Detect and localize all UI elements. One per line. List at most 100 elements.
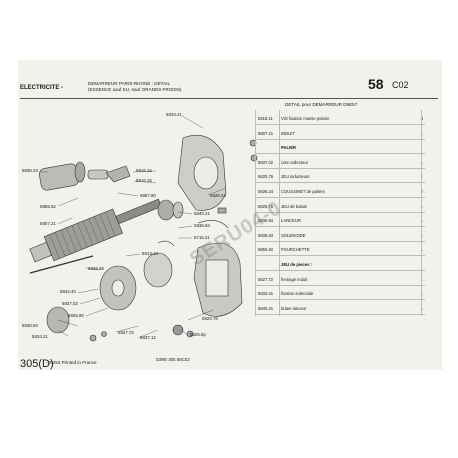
part-desc: INDUIT (281, 130, 295, 136)
parts-row: 5807.21INDUIT1 (255, 131, 425, 139)
diagram-ref-label: 5827.72 (118, 330, 134, 335)
scanned-sheet (18, 60, 442, 370)
diagram-ref-label: 5842.40 (60, 289, 76, 294)
parts-row-divider (255, 211, 425, 213)
parts-list: DETAIL pour DEMARREUR D9E57 5816.11 VIS f… (255, 102, 425, 322)
footer-page-number: 305(D) (20, 358, 54, 370)
parts-row-divider (255, 284, 425, 286)
plunger (87, 169, 109, 180)
parts-row-divider (255, 153, 425, 155)
part-desc: fixation solenoide (281, 291, 314, 297)
fork (105, 165, 131, 183)
part-ref: 5855.62 (258, 247, 274, 253)
part-desc: JEU inducteurs (281, 174, 310, 180)
diagram-ref-label: 5820.76 (202, 316, 218, 321)
part-ref: 5820.76 (258, 174, 274, 180)
part-desc: FOURCHETTE (281, 247, 310, 253)
part-ref: 5836.83 (258, 232, 274, 238)
diagram-ref-label: 5834.21 (32, 334, 48, 339)
part-desc: butee lanceur (281, 305, 307, 311)
brush-plate (143, 252, 173, 288)
part-desc: JEU de pieces : (281, 262, 312, 267)
parts-row-divider (255, 138, 425, 140)
parts-heading-row: PALIER (255, 145, 425, 153)
part-ref: 5833.41 (258, 291, 274, 297)
diagram-ref-label: 5857.80 (140, 193, 156, 198)
parts-row: 5836.83SOLENOIDE1 (255, 233, 425, 241)
part-ref: 5826.76 (258, 203, 274, 209)
part-desc: JEU de balais (281, 203, 307, 209)
part-desc: VIS fixation masse polaire (281, 116, 330, 121)
page-code-main: 58 (368, 76, 384, 92)
parts-row-divider (255, 240, 425, 242)
diagram-ref-label: 5807.21 (40, 221, 56, 226)
diagram-ref-label: 5716.21 (194, 235, 210, 240)
armature (29, 198, 162, 263)
solenoid (39, 163, 79, 191)
diagram-ref-label: 5829.48 (88, 266, 104, 271)
footer-print-text: - 05/53 Printed in France (46, 360, 97, 365)
diagram-ref-label: 5837.02 (62, 301, 78, 306)
page-code-sub: C02 (392, 80, 409, 90)
parts-heading-row: JEU de pieces : (255, 262, 425, 270)
pinion (157, 199, 175, 221)
part-desc: PALIER (281, 145, 297, 151)
title-line-1: DEMARREUR PARIS-RHONE : DETAIL (88, 81, 171, 86)
starter-exploded-diagram: 5833.41 5836.23 5816.16 5816.15 5855.62 5857.… (22, 112, 258, 342)
diagram-ref-label: 5836.84 (194, 223, 210, 228)
part-desc: LANCEUR (281, 218, 302, 224)
diagram-ref-label: 5826.8p (190, 332, 206, 337)
parts-row-divider (255, 167, 425, 169)
parts-row-divider (255, 255, 425, 257)
parts-row-divider (255, 197, 425, 198)
through-bolt (29, 255, 94, 274)
part-ref: 5827.72 (258, 276, 274, 282)
section-label: ELECTRICITE - (20, 85, 63, 91)
field-coil (205, 259, 229, 297)
parts-row: 5855.62FOURCHETTE1 (255, 247, 425, 255)
title-line-2: (ESSENCE sauf KU, sauf GRANDS FROIDS) (88, 87, 182, 92)
diagram-ref-label: 5830.94 (22, 323, 38, 328)
parts-row-divider (255, 182, 425, 184)
part-ref: 5837.02 (258, 159, 274, 165)
parts-row-divider (255, 226, 425, 228)
housing-bore (193, 156, 219, 190)
diagram-ref-label: 5837.12 (140, 335, 156, 340)
part-ref: 5836.84 (258, 218, 274, 224)
diagram-ref-label: 5816.15 (136, 178, 152, 183)
diagram-ref-label: 5816.16 (136, 168, 152, 173)
parts-row-divider (255, 313, 425, 315)
part-ref: 5836.24 (258, 189, 274, 194)
bottom-code: 03/80 305 58C02 (156, 357, 190, 362)
part-desc: cote collecteur (281, 159, 308, 165)
diagram-ref-label: 5826.24 (210, 193, 226, 198)
diagram-ref-label: 5825.80 (68, 313, 84, 318)
part-ref: 5807.21 (258, 130, 274, 136)
part-ref: 5840.21 (258, 305, 274, 311)
parts-row-divider (255, 299, 425, 301)
parts-list-title: DETAIL pour DEMARREUR D9E57 (285, 102, 358, 107)
part-ref: 5816.11 (258, 116, 273, 121)
part-desc: COUSSINET de paliers (281, 189, 325, 194)
parts-column-line (255, 110, 256, 316)
parts-column-line (421, 110, 422, 316)
diagram-ref-label: 5813.14 (142, 251, 158, 256)
diagram-ref-label: 5840.21 (194, 211, 210, 216)
parts-column-line (279, 110, 280, 316)
parts-row-divider (255, 270, 425, 271)
part-desc: SOLENOIDE (281, 232, 306, 238)
section-title: DEMARREUR PARIS-RHONE : DETAIL (ESSENCE … (88, 81, 258, 93)
header-rule (20, 98, 438, 99)
diagram-ref-label: 5855.62 (40, 204, 56, 209)
part-desc: freinage induit (281, 276, 308, 282)
diagram-ref-label: 5833.41 (166, 112, 182, 117)
diagram-ref-label: 5836.23 (22, 168, 38, 173)
